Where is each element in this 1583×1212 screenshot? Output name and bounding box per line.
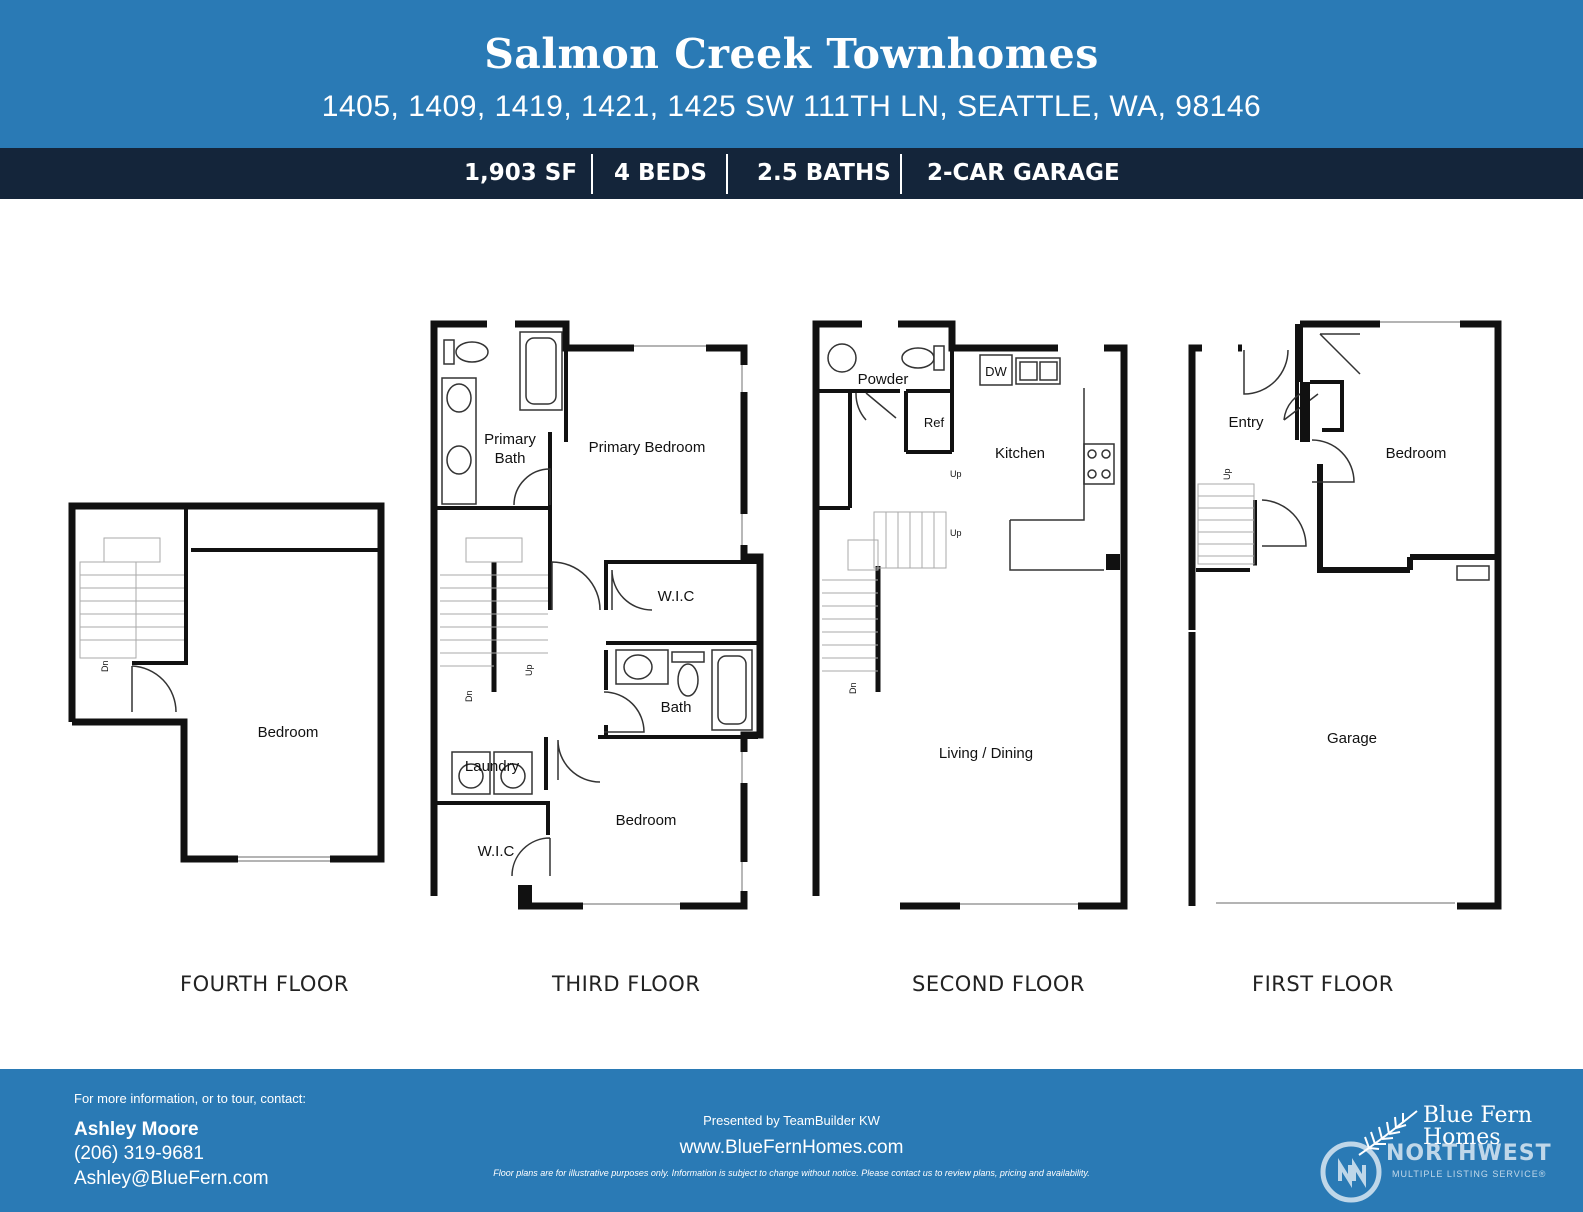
presented-by: Presented by TeamBuilder KW [703,1113,880,1128]
fern-logo-icon [1358,1110,1418,1156]
brand-logo-text: Blue Fern Homes [1423,1105,1532,1149]
brand-line-2: Homes [1423,1125,1501,1150]
bath-label: Bath [661,699,692,716]
spec-bar: 1,903 SF 4 BEDS 2.5 BATHS 2-CAR GARAGE [0,148,1583,199]
spec-divider [726,154,728,194]
wall-post [1300,382,1310,442]
third-stair-up: Up [524,664,534,676]
door-swings [131,333,1361,877]
stair-treads [79,483,1255,672]
wall-post [518,885,532,907]
disclaimer: Floor plans are for illustrative purpose… [493,1168,1090,1178]
agent-name: Ashley Moore [74,1119,199,1140]
second-stair-dn: Dn [848,682,858,694]
primary-bath-label-1: Primary [484,431,536,448]
mls-subtitle: MULTIPLE LISTING SERVICE® [1392,1169,1547,1179]
page-title: Salmon Creek Townhomes [484,30,1099,78]
spec-divider [591,154,593,194]
powder-label: Powder [858,371,909,388]
third-floor-plan [430,320,764,910]
fourth-bedroom-label: Bedroom [258,724,319,741]
website-link[interactable]: www.BlueFernHomes.com [679,1137,904,1158]
first-floor-label: FIRST FLOOR [1252,972,1394,996]
fourth-stair-dn: Dn [100,660,110,672]
fourth-floor-plan [68,502,385,863]
kitchen-post [1106,554,1120,570]
footer-banner: For more information, or to tour, contac… [0,1069,1583,1212]
third-bedroom-label: Bedroom [616,812,677,829]
second-stair-up-1: Up [950,469,962,479]
spec-divider [900,154,902,194]
wic-top-label: W.I.C [658,588,695,605]
laundry-label: Laundry [465,758,520,775]
wic-bottom-label: W.I.C [478,843,515,860]
second-floor-plan [812,320,1128,910]
spec-baths: 2.5 BATHS [757,160,891,186]
kitchen-label: Kitchen [995,445,1045,462]
contact-intro: For more information, or to tour, contac… [74,1091,306,1106]
floor-plans: Bedroom Dn Primary Bath Primary Bedroom … [0,199,1583,1069]
third-stair-dn: Dn [464,690,474,702]
agent-phone[interactable]: (206) 319-9681 [74,1143,204,1164]
fixtures [441,331,1490,795]
mls-name: NORTHWEST [1386,1141,1552,1166]
third-floor-label: THIRD FLOOR [552,972,701,996]
first-floor-plan [1188,320,1502,910]
first-bedroom-label: Bedroom [1386,445,1447,462]
first-stair-up: Up [1222,468,1232,480]
spec-garage: 2-CAR GARAGE [927,160,1120,186]
second-floor-label: SECOND FLOOR [912,972,1086,996]
ref-label: Ref [924,415,945,430]
garage-label: Garage [1327,730,1377,747]
second-stair-up-2: Up [950,528,962,538]
agent-email[interactable]: Ashley@BlueFern.com [74,1168,269,1189]
fourth-floor-label: FOURTH FLOOR [180,972,350,996]
living-dining-label: Living / Dining [939,745,1033,762]
spec-beds: 4 BEDS [614,160,707,186]
mls-logo-icon [1320,1141,1382,1203]
entry-label: Entry [1228,414,1264,431]
spec-square-feet: 1,903 SF [464,160,578,186]
header-banner: Salmon Creek Townhomes 1405, 1409, 1419,… [0,0,1583,148]
primary-bedroom-label: Primary Bedroom [589,439,706,456]
property-address: 1405, 1409, 1419, 1421, 1425 SW 111TH LN… [321,90,1262,123]
brand-line-1: Blue Fern [1423,1103,1533,1128]
primary-bath-label-2: Bath [495,450,526,467]
dw-label: DW [985,364,1007,379]
